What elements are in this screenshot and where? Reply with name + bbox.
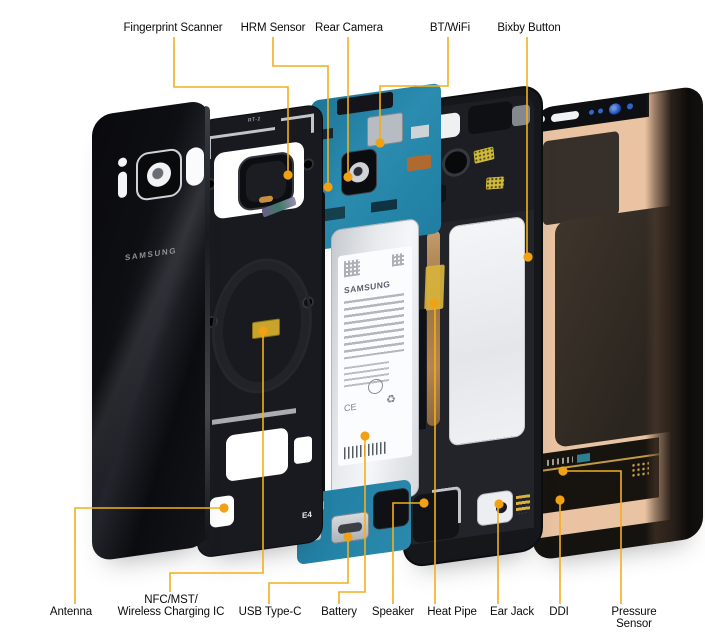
frame-contact-pads	[516, 494, 530, 515]
ul-mark-icon	[368, 377, 383, 396]
midframe-marking: E4	[302, 509, 312, 521]
battery-pack: SAMSUNG CE ♻	[331, 217, 419, 509]
usb-type-c-port	[331, 510, 369, 545]
earpiece-slot-icon	[551, 110, 579, 123]
iris-sensor-icon	[627, 102, 633, 110]
speaker-label: Speaker	[371, 606, 415, 618]
rear-camera-lens	[136, 147, 182, 202]
bt-wifi-shield	[367, 112, 403, 148]
fingerprint-scanner-label: Fingerprint Scanner	[123, 22, 223, 34]
pcb-chip	[411, 124, 429, 139]
midframe: RT-2 E4	[197, 103, 323, 559]
battery-brand-text: SAMSUNG	[344, 278, 391, 296]
copper-flex	[407, 154, 431, 172]
display-curved-edge	[645, 85, 703, 546]
flex-chip	[577, 452, 590, 463]
light-sensor-icon	[598, 108, 603, 114]
ddi-label: DDI	[549, 606, 569, 618]
lower-bracket	[212, 408, 296, 425]
rear-camera-label: Rear Camera	[315, 22, 383, 34]
flex-print-marks	[547, 456, 573, 467]
heart-rate-sensor-window	[118, 171, 127, 199]
flash-icon	[118, 157, 127, 168]
heat-pipe-label: Heat Pipe	[427, 606, 477, 618]
front-sensor-strip	[533, 92, 649, 133]
sensor-window	[186, 146, 204, 187]
front-camera-icon	[609, 102, 621, 116]
rear-camera-module	[341, 147, 377, 197]
display-flex-band	[533, 437, 659, 515]
pcb-chip	[371, 198, 397, 213]
ear-jack-port	[477, 489, 513, 527]
battery-label: Battery	[321, 606, 357, 618]
lower-cutout	[226, 427, 288, 482]
midframe-top-marking: RT-2	[248, 116, 261, 124]
display-assembly	[533, 85, 703, 561]
ear-jack-label: Ear Jack	[490, 606, 534, 618]
lower-cutout	[294, 435, 312, 465]
bixby-button-label: Bixby Button	[497, 22, 561, 34]
frame-module	[468, 100, 512, 135]
samsung-logo: SAMSUNG	[124, 246, 178, 263]
frame-bracket	[512, 104, 530, 127]
antenna-trace	[281, 113, 314, 138]
battery-qr-code	[344, 259, 360, 278]
qr-sticker	[473, 146, 495, 164]
hrm-sensor-label: HRM Sensor	[240, 22, 306, 34]
usb-type-c-label: USB Type-C	[238, 606, 302, 618]
nfc-mst-wireless-charging-ic-label: NFC/MST/ Wireless Charging IC	[117, 594, 225, 619]
battery-qr-code	[392, 252, 404, 267]
antenna-label: Antenna	[49, 606, 93, 618]
display-shield-small	[543, 130, 619, 226]
lower-cutout	[210, 494, 234, 529]
board-module	[373, 487, 409, 531]
back-glass-cover: SAMSUNG	[92, 99, 210, 562]
pressure-sensor-label: Pressure Sensor	[611, 606, 657, 631]
battery-spec-text	[344, 292, 404, 360]
bt-wifi-label: BT/WiFi	[429, 22, 471, 34]
recycle-icon: ♻	[386, 393, 396, 407]
battery-label: SAMSUNG CE ♻	[338, 245, 412, 467]
flex-connector	[337, 91, 393, 116]
ce-mark-text: CE	[344, 401, 357, 414]
qr-sticker	[485, 176, 505, 190]
pcb-chip	[325, 206, 345, 222]
battery-barcode	[344, 441, 388, 460]
proximity-sensor-icon	[589, 109, 594, 116]
